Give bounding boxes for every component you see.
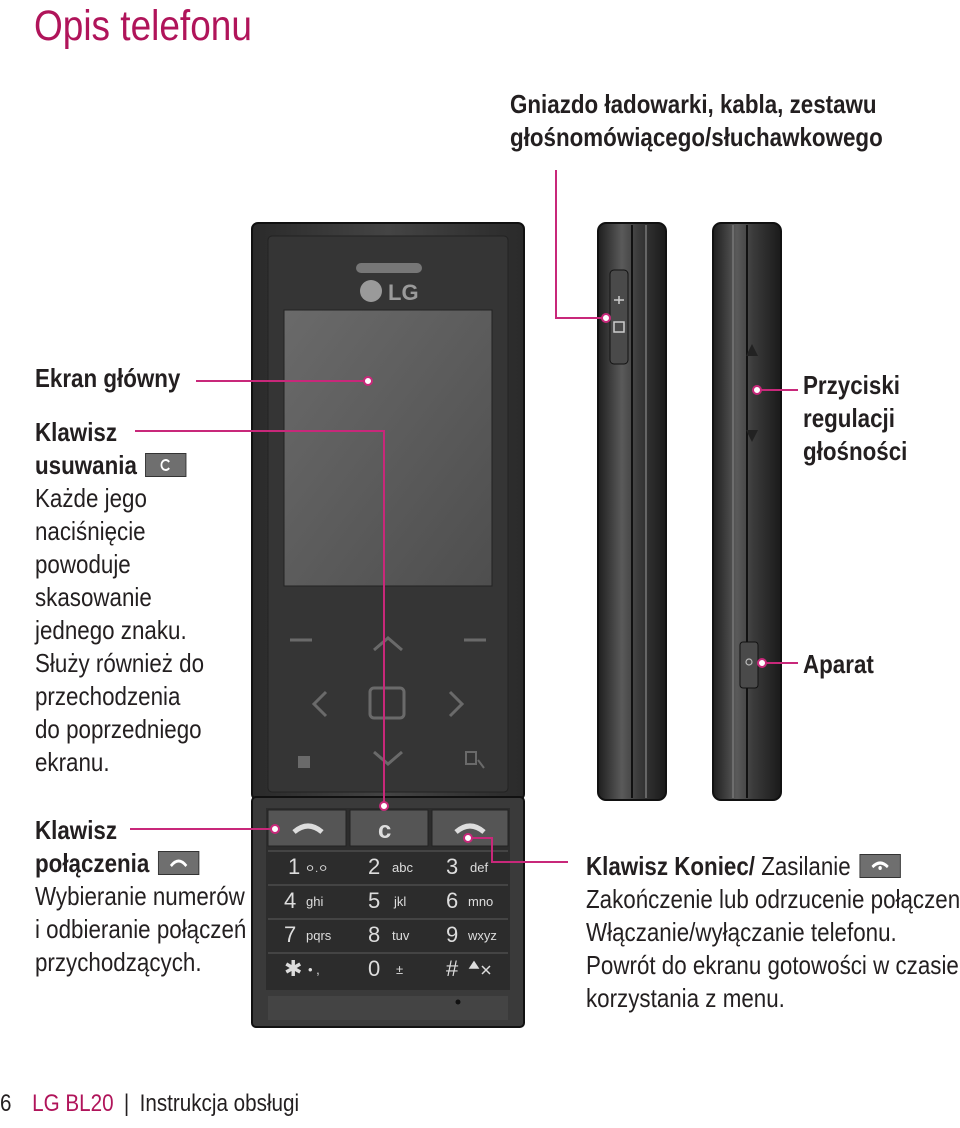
nav-ok-icon: [368, 686, 406, 720]
main-screen-label: Ekran główny: [35, 363, 181, 393]
page-title: Opis telefonu: [34, 2, 252, 50]
end-key: [454, 823, 486, 834]
svg-text:mno: mno: [468, 894, 493, 909]
phone-front: LG: [251, 222, 525, 801]
svg-text:abc: abc: [392, 860, 413, 875]
svg-text:wxyz: wxyz: [467, 928, 497, 943]
svg-text:ghi: ghi: [306, 894, 323, 909]
svg-text:±: ±: [396, 962, 403, 977]
key-3: 3: [446, 854, 458, 879]
key-5: 5: [368, 888, 380, 913]
brand-logo-text: LG: [388, 280, 419, 305]
main-screen: [283, 309, 493, 587]
leader-dots: [270, 313, 767, 843]
phone-keypad: c 1 ㅇ.ㅇ 2 abc 3 def 4 ghi 5 jkl 6 mno 7 …: [251, 796, 525, 1028]
key-6: 6: [446, 888, 458, 913]
footer-model: LG BL20: [32, 1090, 114, 1117]
footer-doc-title: Instrukcja obsługi: [139, 1090, 300, 1117]
key-1: 1: [288, 854, 300, 879]
camera-label: Aparat: [803, 649, 874, 679]
end-key-label: Klawisz Koniec/ Zasilanie Zakończenie lu…: [586, 851, 960, 1013]
nav-down-icon: [373, 750, 403, 766]
key-4: 4: [284, 888, 296, 913]
call-key: [292, 823, 324, 834]
charger-jack-label: Gniazdo ładowarki, kabla, zestawu głośno…: [510, 89, 883, 152]
svg-text:jkl: jkl: [393, 894, 406, 909]
key-8: 8: [368, 922, 380, 947]
silent-icon: [468, 960, 491, 975]
volume-down-icon: [746, 430, 758, 442]
delete-key: c: [378, 817, 391, 844]
call-key-label: Klawisz połączenia Wybieranie numerów i …: [35, 815, 247, 977]
key-hash: #: [446, 956, 459, 981]
key-2: 2: [368, 854, 380, 879]
charger-jack: [609, 269, 629, 365]
delete-key-label: Klawisz usuwania Każde jego naciśnięcie …: [35, 417, 205, 777]
nav-left-icon: [311, 690, 328, 718]
keypad-keys: 1 ㅇ.ㅇ 2 abc 3 def 4 ghi 5 jkl 6 mno 7 pq…: [268, 850, 508, 981]
nav-up-icon: [373, 636, 403, 652]
volume-up-icon: [746, 344, 758, 356]
key-7: 7: [284, 922, 296, 947]
end-key-icon: [859, 854, 901, 879]
svg-text:ㅇ.ㅇ: ㅇ.ㅇ: [305, 863, 328, 875]
key-9: 9: [446, 922, 458, 947]
nav-right-icon: [448, 690, 465, 718]
lg-logo-icon: [360, 280, 382, 302]
svg-text:def: def: [470, 860, 488, 875]
earpiece: [356, 263, 422, 273]
call-key-icon: [157, 851, 200, 876]
delete-key-icon: [145, 453, 187, 478]
svg-text:• ,: • ,: [308, 962, 320, 977]
bottom-grille: [268, 996, 508, 1020]
phone-side-right: [712, 222, 782, 801]
microphone: [455, 999, 461, 1005]
page-footer: 6 LG BL20 | Instrukcja obsługi: [0, 1090, 299, 1118]
phone-side-left: [597, 222, 667, 801]
page-number: 6: [0, 1090, 12, 1117]
volume-buttons-label: Przyciski regulacji głośności: [803, 370, 908, 466]
key-star: ✱: [284, 956, 302, 981]
svg-text:pqrs: pqrs: [306, 928, 332, 943]
touch-navigation: [290, 636, 486, 769]
svg-text:tuv: tuv: [392, 928, 410, 943]
key-0: 0: [368, 956, 380, 981]
leader-lines: [130, 170, 798, 863]
footer-separator: |: [123, 1090, 130, 1117]
